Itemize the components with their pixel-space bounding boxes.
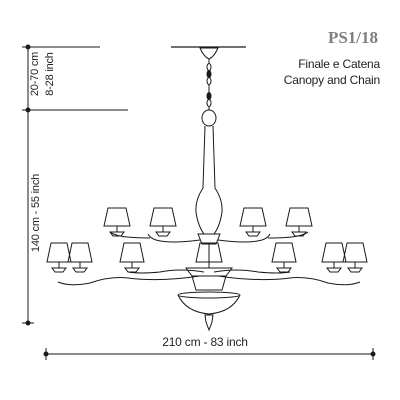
lamp-shade	[103, 207, 131, 237]
lamp-shade	[285, 207, 313, 237]
lower-arms	[57, 269, 361, 286]
height-dimension-line	[22, 112, 34, 326]
chain-length-inch-label: 8-28 inch	[44, 52, 56, 96]
canopy-label-english: Canopy and Chain	[283, 73, 380, 87]
height-label: 140 cm - 55 inch	[30, 173, 42, 253]
width-label: 210 cm - 83 inch	[162, 335, 248, 349]
lamp-shade	[149, 207, 177, 237]
finial	[204, 314, 214, 332]
product-code: PS1/18	[327, 28, 378, 47]
bottom-bowl	[177, 291, 241, 315]
canopy-label-italian: Finale e Catena	[298, 57, 380, 71]
width-dimension-line	[43, 348, 376, 360]
lower-lamps	[46, 242, 368, 273]
canopy	[199, 47, 219, 64]
lower-hub	[185, 267, 233, 291]
chain-length-cm-label: 20-70 cm	[29, 51, 41, 97]
lamp-shade	[321, 242, 347, 273]
lamp-shade	[119, 242, 145, 273]
chain	[206, 63, 212, 110]
chain-dimension-line	[22, 44, 128, 113]
lamp-shade	[271, 242, 297, 273]
central-column	[195, 109, 223, 262]
lamp-shade	[342, 242, 368, 273]
lamp-shade	[195, 242, 223, 268]
lamp-shade	[46, 242, 72, 273]
upper-lamps	[103, 207, 313, 237]
lamp-shade	[67, 242, 93, 273]
lamp-shade	[239, 207, 267, 237]
